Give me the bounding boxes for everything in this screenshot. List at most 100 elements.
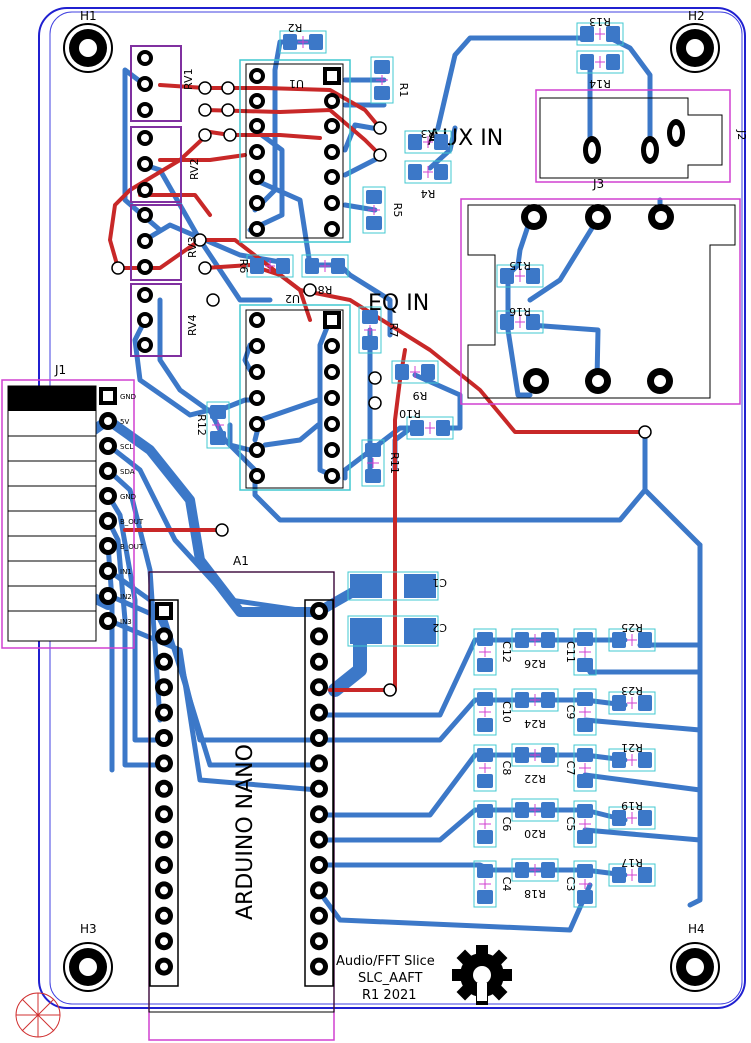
svg-text:SDA: SDA (120, 468, 135, 476)
mounting-hole-h1: H1 (63, 9, 113, 73)
mounting-hole-h4: H4 (670, 922, 720, 992)
smd-c10: C10 (473, 688, 513, 736)
smd-r2: R2 (279, 21, 327, 54)
ref-label-r20: R20 (524, 827, 546, 840)
cap-c2: C2 (347, 615, 447, 647)
pot-rv3: RV3 (130, 204, 199, 281)
svg-text:H1: H1 (80, 9, 97, 23)
svg-text:SCL: SCL (120, 443, 133, 451)
smd-r5: R5 (362, 186, 404, 234)
smd-r24: R24 (511, 688, 559, 730)
smd-c12: C12 (473, 628, 513, 676)
ref-label-c8: C8 (500, 761, 513, 776)
ref-label-c7: C7 (564, 761, 577, 776)
smd-c9: C9 (564, 688, 597, 736)
ref-label-r10: R10 (399, 407, 421, 420)
svg-text:ARDUINO NANO: ARDUINO NANO (233, 744, 258, 920)
ref-label-c3: C3 (564, 877, 577, 892)
svg-text:U1: U1 (289, 77, 304, 90)
svg-text:RV1: RV1 (182, 68, 195, 90)
svg-text:H2: H2 (688, 9, 705, 23)
smd-components: R2R1R3R4R5R13R14R6R8R7R9R10R11R12R15R16R… (195, 15, 656, 908)
ic-u1: U1 (239, 59, 351, 243)
smd-r14: R14 (576, 50, 624, 90)
smd-c8: C8 (473, 744, 513, 792)
svg-text:GND: GND (120, 493, 136, 501)
connector-j1: J1 GND 5V SCL SDA GND B_OUT B_OUT IN1 IN… (1, 363, 144, 649)
svg-text:GND: GND (120, 393, 136, 401)
smd-r19: R19 (608, 799, 656, 830)
ref-label-c12: C12 (500, 641, 513, 663)
svg-text:H4: H4 (688, 922, 705, 936)
svg-text:Audio/FFT Slice: Audio/FFT Slice (336, 954, 435, 969)
svg-text:RV4: RV4 (186, 314, 199, 336)
svg-text:J1: J1 (54, 363, 66, 377)
smd-r23: R23 (608, 684, 656, 715)
smd-r12: R12 (195, 401, 230, 449)
smd-r1: R1 (370, 56, 410, 104)
svg-text:SLC_AAFT: SLC_AAFT (358, 971, 422, 986)
ref-label-r2: R2 (288, 21, 303, 34)
ref-label-r11: R11 (388, 452, 401, 474)
ref-label-c6: C6 (500, 817, 513, 832)
svg-text:R1 2021: R1 2021 (362, 988, 417, 1003)
ref-label-c11: C11 (564, 641, 577, 663)
ref-label-r8: R8 (318, 283, 333, 296)
smd-r6: R6 (237, 254, 294, 278)
svg-text:B_OUT: B_OUT (120, 543, 144, 551)
ref-label-r23: R23 (621, 684, 643, 697)
pot-rv1: RV1 (130, 45, 195, 122)
ref-label-r26: R26 (524, 657, 546, 670)
svg-text:H3: H3 (80, 922, 97, 936)
ref-label-r1: R1 (397, 83, 410, 98)
ref-label-r9: R9 (413, 389, 428, 402)
jack-j3-eq-in: J3 EQ IN (368, 177, 741, 405)
svg-text:J2: J2 (735, 129, 748, 140)
ref-label-r15: R15 (509, 259, 531, 272)
smd-c4: C4 (473, 860, 513, 908)
svg-text:C1: C1 (432, 576, 447, 589)
mounting-hole-h3: H3 (63, 922, 113, 992)
title-block: Audio/FFT Slice SLC_AAFT R1 2021 (336, 954, 435, 1003)
ref-label-r5: R5 (391, 203, 404, 218)
open-hardware-logo (452, 945, 512, 1005)
svg-text:RV3: RV3 (186, 236, 199, 258)
svg-text:IN1: IN1 (120, 568, 132, 576)
ref-label-r3: R3 (421, 127, 436, 140)
ref-label-r17: R17 (621, 856, 643, 869)
smd-r22: R22 (511, 743, 559, 785)
svg-text:U2: U2 (285, 292, 300, 305)
ref-label-r14: R14 (589, 77, 611, 90)
svg-text:A1: A1 (233, 554, 249, 568)
svg-text:EQ IN: EQ IN (368, 291, 429, 316)
smd-r7: R7 (358, 306, 400, 354)
origin-marker (15, 992, 61, 1038)
smd-c11: C11 (564, 628, 597, 676)
smd-r10: R10 (399, 407, 454, 440)
ref-label-r12: R12 (195, 414, 208, 436)
smd-r25: R25 (608, 621, 656, 652)
smd-c7: C7 (564, 744, 597, 792)
ref-label-r21: R21 (621, 741, 643, 754)
vias (111, 81, 652, 697)
smd-r20: R20 (511, 798, 559, 840)
ref-label-r18: R18 (524, 887, 546, 900)
svg-text:IN3: IN3 (120, 618, 132, 626)
jack-j2-aux-in: J2 AUX IN (427, 89, 748, 183)
smd-r18: R18 (511, 858, 559, 900)
smd-c5: C5 (564, 800, 597, 848)
cap-c1: C1 (347, 571, 447, 601)
ref-label-r22: R22 (524, 772, 546, 785)
ref-label-c9: C9 (564, 705, 577, 720)
smd-r17: R17 (608, 856, 656, 887)
ref-label-r13: R13 (589, 15, 611, 28)
smd-c6: C6 (473, 800, 513, 848)
svg-text:5V: 5V (120, 418, 129, 426)
ref-label-r4: R4 (421, 187, 436, 200)
smd-r21: R21 (608, 741, 656, 772)
svg-text:B_OUT: B_OUT (120, 518, 144, 526)
svg-text:J3: J3 (592, 177, 604, 191)
ref-label-r19: R19 (621, 799, 643, 812)
smd-r11: R11 (361, 439, 401, 487)
